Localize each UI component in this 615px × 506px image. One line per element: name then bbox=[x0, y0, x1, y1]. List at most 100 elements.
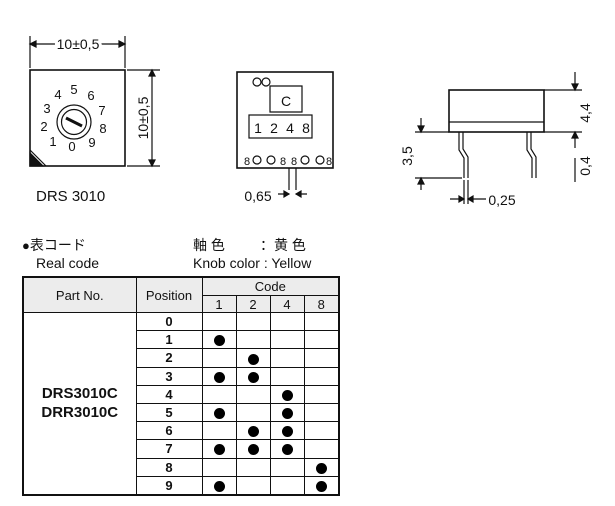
rotor-slot bbox=[65, 116, 83, 128]
header-code: Code bbox=[201, 276, 340, 296]
top-width-dimension: 10±0,5 bbox=[57, 36, 100, 52]
rotor-outer bbox=[56, 104, 92, 140]
pin-hole-6 bbox=[315, 155, 325, 165]
table-row: 5 bbox=[23, 402, 340, 423]
code-label-1: 1 bbox=[254, 120, 262, 136]
code-cell bbox=[201, 439, 237, 459]
code-cell bbox=[269, 421, 305, 441]
code-cell bbox=[269, 402, 305, 423]
code-cell bbox=[303, 366, 340, 386]
code-cell bbox=[201, 402, 237, 423]
knob-color-jp-value: ：黄 色 bbox=[260, 237, 306, 253]
top-width-dimension-text: 10±0,5 bbox=[57, 36, 100, 52]
pin-view-body bbox=[236, 71, 334, 169]
code-label-8: 8 bbox=[302, 120, 310, 136]
technical-drawings: 10±0,5 10±0,5 10±0,5 0 1 2 3 4 5 6 7 8 9… bbox=[28, 33, 593, 208]
position-cell: 9 bbox=[135, 475, 203, 496]
pin-label-1: 8 bbox=[244, 156, 250, 168]
part-number: DRR3010C bbox=[41, 404, 119, 422]
cover-notch bbox=[269, 85, 303, 113]
position-cell: 3 bbox=[135, 366, 203, 386]
code-cell bbox=[269, 384, 305, 404]
code-dot-icon bbox=[213, 480, 225, 492]
code-cell bbox=[201, 366, 237, 386]
dial-number-2: 2 bbox=[40, 119, 47, 134]
code-cell bbox=[303, 457, 340, 477]
code-cell bbox=[269, 330, 305, 350]
code-cell bbox=[235, 330, 271, 350]
position-cell: 4 bbox=[135, 384, 203, 404]
pin-hole-5 bbox=[300, 155, 310, 165]
position-cell: 2 bbox=[135, 348, 203, 368]
code-dot-icon bbox=[281, 408, 293, 420]
code-cell bbox=[303, 439, 340, 459]
table-row: 1 bbox=[23, 330, 340, 350]
header-position: Position bbox=[135, 276, 203, 313]
table-row: 6 bbox=[23, 421, 340, 441]
code-cell bbox=[269, 311, 305, 332]
bullet-icon: ● bbox=[22, 238, 30, 253]
pitch-dimension: 0,65 bbox=[244, 188, 271, 204]
code-cell bbox=[201, 348, 237, 368]
dial-number-4: 4 bbox=[54, 87, 61, 102]
dial-number-6: 6 bbox=[87, 88, 94, 103]
dial-number-8: 8 bbox=[99, 121, 106, 136]
left-pin bbox=[458, 132, 469, 178]
code-cell bbox=[303, 402, 340, 423]
pin-length-dimension: 3,5 bbox=[399, 146, 415, 166]
legend-title-jp: ●表コード bbox=[22, 235, 86, 255]
rotor-inner bbox=[60, 108, 88, 136]
pin-hole-4 bbox=[266, 155, 276, 165]
pin-hole-1 bbox=[252, 77, 262, 87]
code-cell bbox=[269, 457, 305, 477]
pin-label-2: 8 bbox=[280, 156, 286, 168]
code-cell bbox=[201, 384, 237, 404]
code-cell bbox=[201, 475, 237, 496]
pin-label-4: 8 bbox=[326, 156, 332, 168]
code-cell bbox=[235, 457, 271, 477]
code-dot-icon bbox=[213, 371, 225, 383]
code-cell bbox=[303, 384, 340, 404]
table-row: 4 bbox=[23, 384, 340, 404]
switch-body-outline bbox=[29, 69, 126, 167]
code-cell bbox=[201, 457, 237, 477]
code-cell bbox=[269, 475, 305, 496]
dial-number-0: 0 bbox=[68, 139, 75, 154]
top-height-dimension: 10±0,5 bbox=[135, 96, 151, 139]
dial-number-5: 5 bbox=[70, 82, 77, 97]
code-label-2: 2 bbox=[270, 120, 278, 136]
code-dot-icon bbox=[247, 353, 259, 365]
code-dot-icon bbox=[247, 371, 259, 383]
code-dot-icon bbox=[247, 426, 259, 438]
code-cell bbox=[303, 421, 340, 441]
code-dot-icon bbox=[281, 389, 293, 401]
pin-view-drawing bbox=[236, 71, 334, 199]
table-row: 8 bbox=[23, 457, 340, 477]
code-cell bbox=[269, 366, 305, 386]
switch-corner-fill bbox=[29, 151, 45, 167]
table-row: 9 bbox=[23, 475, 340, 496]
position-cell: 1 bbox=[135, 330, 203, 350]
pin-hole-2 bbox=[261, 77, 271, 87]
table-row: 3 bbox=[23, 366, 340, 386]
code-dot-icon bbox=[213, 444, 225, 456]
code-column-8: 8 bbox=[303, 295, 340, 313]
code-cell bbox=[235, 421, 271, 441]
code-cell bbox=[235, 439, 271, 459]
knob-color-jp-label: 軸 色 bbox=[193, 237, 225, 253]
position-cell: 7 bbox=[135, 439, 203, 459]
dial-number-9: 9 bbox=[88, 135, 95, 150]
code-cell bbox=[201, 330, 237, 350]
position-cell: 5 bbox=[135, 402, 203, 423]
table-row: 7 bbox=[23, 439, 340, 459]
code-cell bbox=[303, 475, 340, 496]
position-cell: 0 bbox=[135, 311, 203, 332]
code-column-2: 2 bbox=[235, 295, 271, 313]
side-view-drawing bbox=[415, 72, 582, 204]
pin-hole-3 bbox=[252, 155, 262, 165]
code-dot-icon bbox=[213, 335, 225, 347]
code-dot-icon bbox=[315, 480, 327, 492]
